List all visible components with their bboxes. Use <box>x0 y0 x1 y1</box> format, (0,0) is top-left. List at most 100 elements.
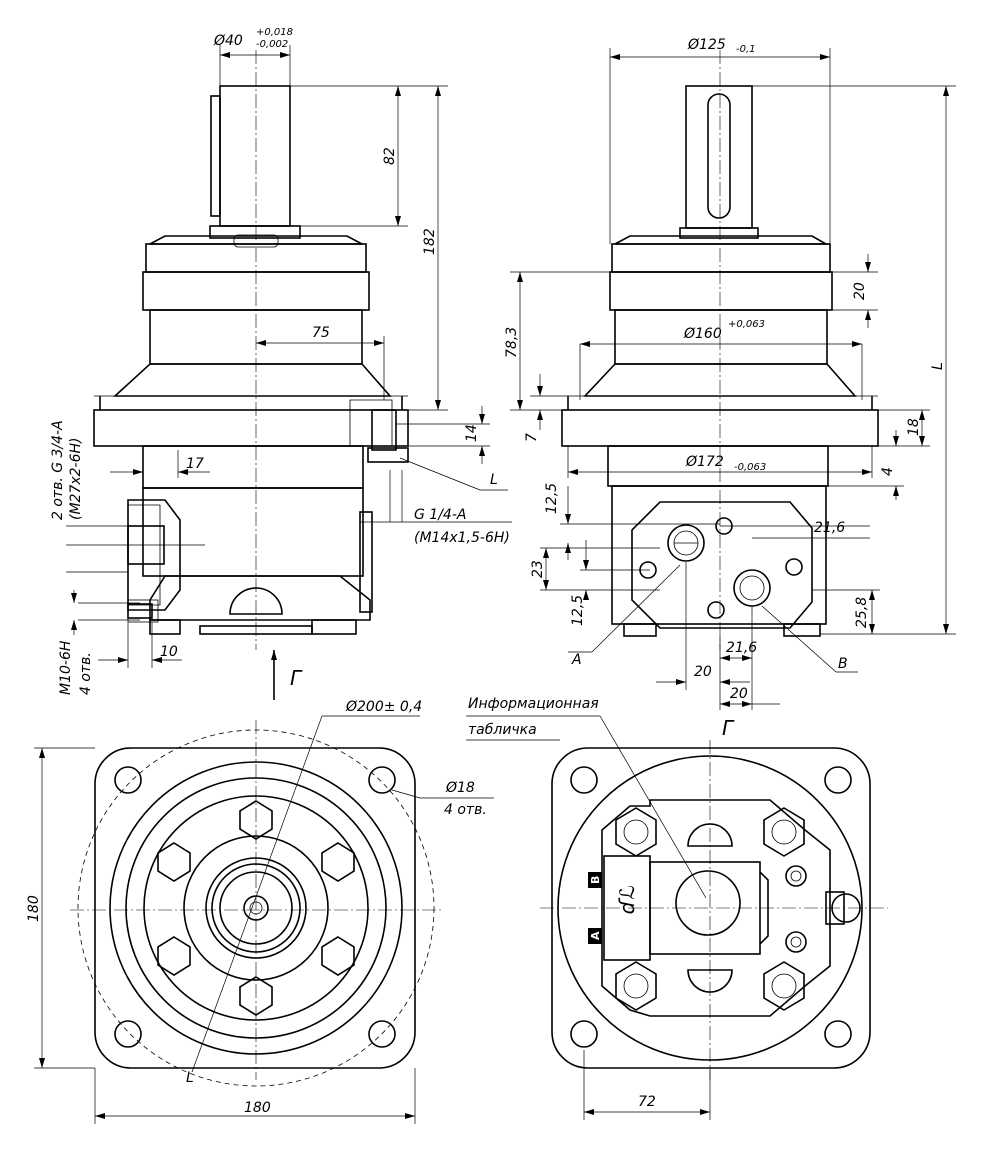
dim-20-b: 20 <box>730 686 748 702</box>
mount-hole-3 <box>114 1020 142 1048</box>
left-drain-nut <box>367 447 409 463</box>
right-square-flange <box>551 747 871 1069</box>
left-drain-tube <box>359 511 373 613</box>
dim-flange-dia: Ø160 <box>683 326 722 342</box>
left-lower-body <box>142 445 364 489</box>
right-shaft-keyway <box>707 93 731 219</box>
dim-hole-dia: Ø18 <box>445 780 475 796</box>
right-stator-ring <box>609 271 833 311</box>
dim-12-5-top: 12,5 <box>544 483 560 514</box>
mount-hole-1 <box>114 766 142 794</box>
left-drain-fitting <box>371 409 397 451</box>
left-base-plate <box>199 625 313 635</box>
left-cone <box>112 363 392 397</box>
dim-72: 72 <box>638 1094 656 1110</box>
left-front-bolts <box>157 800 355 1016</box>
label-info-plate-2: табличка <box>468 722 537 738</box>
dim-shaft-length: 82 <box>382 147 398 165</box>
right-front-body <box>557 755 863 1061</box>
tag-b <box>588 872 602 888</box>
info-plate-circle <box>675 870 741 936</box>
dim-length-L: L <box>930 362 946 370</box>
right-front-view: Г ɗℒ B <box>466 696 888 1120</box>
left-shaft <box>219 85 291 227</box>
mount-hole-2 <box>368 766 396 794</box>
dim-shaft-tol-lower: -0,002 <box>256 39 288 50</box>
label-port-b: B <box>838 656 848 672</box>
left-shaft-key <box>210 95 221 217</box>
left-flange-section <box>349 399 393 447</box>
label-mount-thread: M10-6H <box>58 640 74 695</box>
right-valve-block <box>601 799 831 1017</box>
dim-flange-tol: +0,063 <box>728 319 765 330</box>
right-center-block <box>649 861 761 955</box>
mount-hole-4 <box>368 1020 396 1048</box>
left-cap-nut <box>233 234 279 248</box>
brand-logo: ɗℒ <box>615 885 639 914</box>
dim-body-tol: -0,063 <box>734 462 766 473</box>
tag-a <box>588 928 602 944</box>
bolt-circle <box>77 729 435 1087</box>
dim-25-8: 25,8 <box>854 597 870 628</box>
label-drain-letter: L <box>490 472 498 488</box>
right-upper-ring <box>611 243 831 273</box>
label-drain-thread-metric: (M14x1,5-6H) <box>414 530 510 546</box>
dim-square-horizontal: 180 <box>244 1100 271 1116</box>
label-drain-thread: G 1/4-A <box>414 507 466 523</box>
right-shaft <box>685 85 753 229</box>
dim-14: 14 <box>464 424 480 442</box>
dim-square-vertical: 180 <box>26 895 42 922</box>
label-mount-count: 4 отв. <box>78 652 94 695</box>
dim-21-6-bot: 21,6 <box>726 640 757 656</box>
label-holes-count: 4 отв. <box>444 802 487 818</box>
dim-17: 17 <box>186 456 204 472</box>
right-bolt-2 <box>783 623 821 637</box>
left-valve-body <box>142 487 364 577</box>
left-side-view: Ø40 +0,018 -0,002 82 182 75 14 L G 1/4-A… <box>50 27 512 700</box>
dim-7: 7 <box>524 433 540 442</box>
left-bottom-tab <box>229 587 283 615</box>
label-port-a: A <box>571 652 582 668</box>
label-info-plate-1: Информационная <box>468 696 599 712</box>
left-front-view: Ø200± 0,4 L Ø18 4 отв. 180 180 <box>26 699 494 1124</box>
svg-text:A: A <box>589 931 602 940</box>
dim-20-top: 20 <box>852 282 868 300</box>
label-view-arrow: Г <box>290 666 303 690</box>
label-ports: 2 отв. G 3/4-A <box>50 420 66 520</box>
left-shaft-collar <box>209 225 301 239</box>
dim-23: 23 <box>530 560 546 578</box>
right-top-cap <box>614 235 830 245</box>
left-bolt-2 <box>311 619 357 635</box>
dim-shaft-tol-upper: +0,018 <box>256 27 293 38</box>
dim-offset-75: 75 <box>312 325 330 341</box>
left-flange <box>93 409 409 447</box>
left-front-ring-1 <box>109 761 403 1055</box>
right-shaft-collar <box>679 227 759 239</box>
right-valve-plate <box>631 501 813 629</box>
svg-text:B: B <box>589 876 602 884</box>
right-valve-body <box>611 485 827 625</box>
left-square-flange <box>94 747 416 1069</box>
dim-78-3: 78,3 <box>504 327 520 358</box>
port-a-circle <box>667 524 705 562</box>
dim-body-dia: Ø172 <box>685 454 724 470</box>
left-bolt-1 <box>149 619 181 635</box>
dim-pilot-tol: -0,1 <box>736 44 756 55</box>
right-side-view: Ø125 -0,1 L 20 78,3 Ø160 +0,063 7 18 <box>504 37 956 710</box>
dim-total-height: 182 <box>422 228 438 255</box>
dim-bolt-circle: Ø200± 0,4 <box>345 699 422 715</box>
dim-shaft-dia: Ø40 <box>213 33 243 49</box>
right-bolt-1 <box>623 623 657 637</box>
label-view-title: Г <box>722 716 735 740</box>
port-b-circle <box>733 569 771 607</box>
dim-pilot-dia: Ø125 <box>687 37 726 53</box>
dim-21-6-right: 21,6 <box>814 520 845 536</box>
dim-20-a: 20 <box>694 664 712 680</box>
dim-18: 18 <box>906 418 922 436</box>
label-ports-metric: (M27x2-6H) <box>68 438 84 521</box>
label-l-letter: L <box>186 1070 194 1086</box>
dim-10: 10 <box>160 644 178 660</box>
dim-12-5-bot: 12,5 <box>570 595 586 626</box>
dim-4: 4 <box>880 467 896 476</box>
